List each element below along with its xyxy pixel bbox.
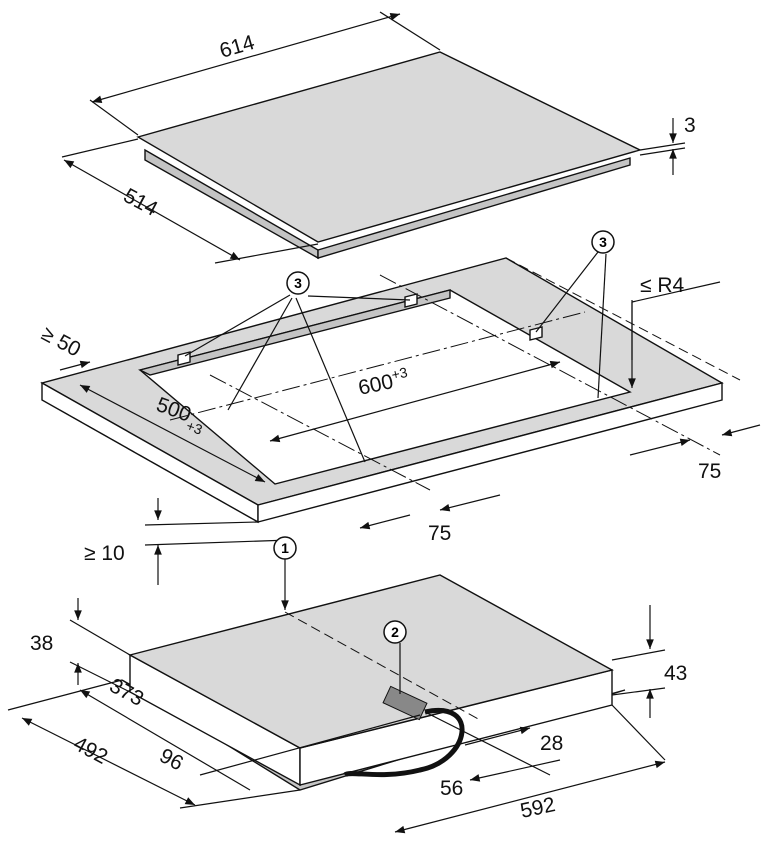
- dim-43: 43: [664, 662, 687, 685]
- dim-56: 56: [440, 777, 463, 800]
- callout-1: 1: [273, 536, 297, 560]
- dim-38: 38: [30, 632, 53, 655]
- dim-r4: ≤ R4: [640, 274, 685, 297]
- dim-75-front: 75: [428, 522, 451, 545]
- hob-glass-top: [61, 11, 686, 264]
- dim-96: 96: [156, 744, 187, 775]
- countertop: [40, 251, 761, 585]
- dim-min-10: ≥ 10: [84, 542, 125, 565]
- dim-3: 3: [684, 114, 696, 137]
- svg-text:3: 3: [599, 234, 607, 250]
- dim-614: 614: [217, 31, 257, 63]
- svg-text:2: 2: [391, 624, 399, 640]
- svg-text:3: 3: [294, 275, 302, 291]
- dim-492: 492: [70, 732, 112, 769]
- dim-592: 592: [518, 793, 557, 823]
- callout-3-right: 3: [591, 230, 615, 254]
- svg-text:1: 1: [281, 540, 289, 556]
- callout-3-left: 3: [286, 271, 310, 295]
- dim-514: 514: [120, 184, 162, 221]
- dim-28: 28: [540, 732, 563, 755]
- dim-min-50: ≥ 50: [38, 322, 85, 361]
- hob-body: [7, 538, 666, 834]
- callout-2: 2: [383, 620, 407, 644]
- dim-75-right: 75: [698, 460, 721, 483]
